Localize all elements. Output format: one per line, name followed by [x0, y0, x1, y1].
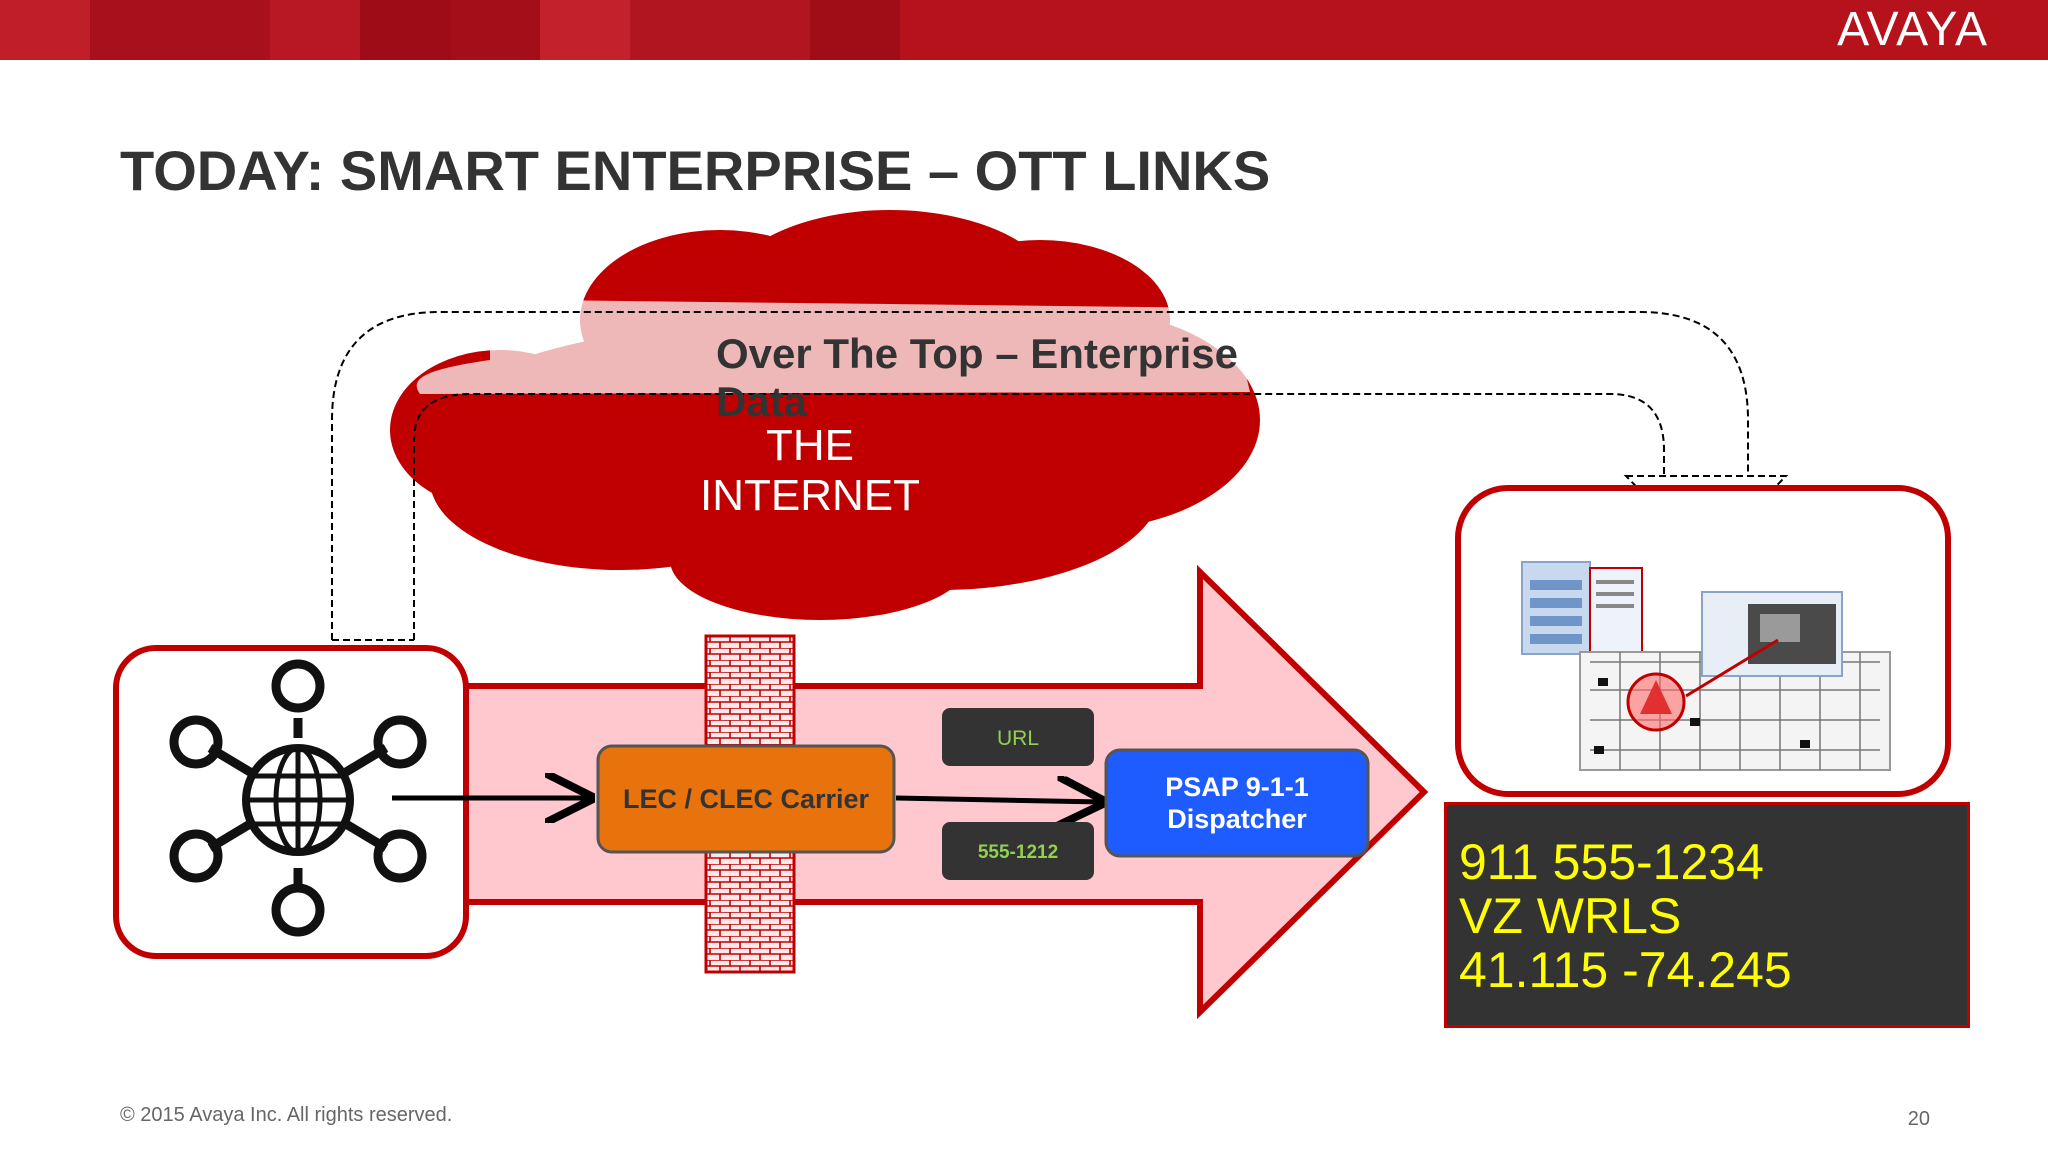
- carrier-label: LEC / CLEC Carrier: [623, 784, 870, 814]
- internet-cloud: [390, 210, 1260, 620]
- footer-copyright: © 2015 Avaya Inc. All rights reserved.: [120, 1104, 453, 1126]
- url-tag: [942, 708, 1094, 766]
- avaya-logo: AVAYA: [1837, 3, 1988, 56]
- cloud-label-line1: THE: [766, 421, 854, 470]
- ott-link-inner: [413, 393, 1665, 640]
- network-globe-icon: [169, 659, 427, 937]
- psap-box: [1104, 748, 1370, 858]
- header-bar: [0, 0, 2048, 60]
- carrier-path-arrow: [457, 564, 1429, 1020]
- psap-label-line1: PSAP 9-1-1: [1165, 772, 1309, 802]
- number-tag: [942, 822, 1094, 880]
- cloud-caption-line2: Data: [716, 378, 808, 425]
- psap-label-line2: Dispatcher: [1167, 804, 1307, 834]
- caller-location: 41.115 -74.245: [1459, 942, 1792, 998]
- ott-band: [416, 300, 1251, 394]
- cloud-caption-line1: Over The Top – Enterprise: [716, 330, 1238, 377]
- slide-title: TODAY: SMART ENTERPRISE – OTT LINKS: [120, 139, 1271, 202]
- caller-number: 911 555-1234: [1459, 834, 1764, 890]
- page-number: 20: [1907, 1108, 1930, 1130]
- caller-info-box: 911 555-1234 VZ WRLS 41.115 -74.245: [1444, 802, 1970, 1028]
- ott-link-outer: [331, 311, 1749, 640]
- caller-carrier: VZ WRLS: [1459, 888, 1682, 944]
- cloud-label-line2: INTERNET: [700, 471, 920, 520]
- carrier-box: [596, 744, 896, 854]
- floorplan-screenshot-icon: [1521, 561, 1891, 771]
- url-tag-label: URL: [997, 727, 1039, 750]
- number-tag-label: 555-1212: [978, 842, 1058, 863]
